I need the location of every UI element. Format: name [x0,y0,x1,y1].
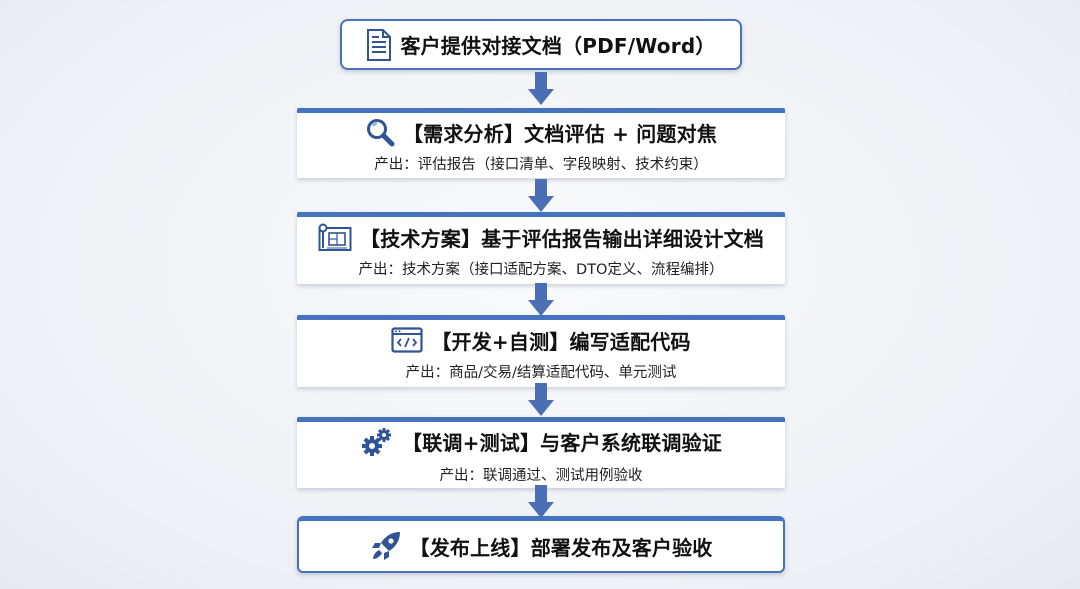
end-node: 【发布上线】部署发布及客户验收 [297,516,785,573]
down-arrow [528,179,554,212]
end-title: 【发布上线】部署发布及客户验收 [409,535,713,560]
step-output: 产出：技术方案（接口适配方案、DTO定义、流程编排） [358,262,724,278]
step-title: 【技术方案】基于评估报告输出详细设计文档 [360,226,764,251]
step-title: 【联调+测试】与客户系统联调验证 [402,431,722,455]
step-output: 产出：联调通过、测试用例验收 [439,467,643,484]
down-arrow [528,72,554,105]
down-arrow [528,283,554,316]
step-technical-plan: 【技术方案】基于评估报告输出详细设计文档 产出：技术方案（接口适配方案、DTO定… [297,212,785,284]
step-output: 产出：评估报告（接口清单、字段映射、技术约束） [374,157,708,173]
step-development: 【开发+自测】编写适配代码 产出：商品/交易/结算适配代码、单元测试 [297,315,785,387]
start-node: 客户提供对接文档（PDF/Word） [340,19,742,70]
document-icon [366,28,392,61]
down-arrow [528,485,554,518]
step-requirement-analysis: 【需求分析】文档评估 + 问题对焦 产出：评估报告（接口清单、字段映射、技术约束… [297,108,785,178]
step-output: 产出：商品/交易/结算适配代码、单元测试 [405,364,677,381]
gears-icon [360,426,394,458]
step-integration-testing: 【联调+测试】与客户系统联调验证 产出：联调通过、测试用例验收 [297,417,785,488]
rocket-icon [370,530,402,562]
step-title: 【需求分析】文档评估 + 问题对焦 [402,121,718,146]
code-window-icon [391,327,423,353]
step-title: 【开发+自测】编写适配代码 [431,329,691,354]
down-arrow [528,383,554,416]
start-title: 客户提供对接文档（PDF/Word） [400,34,716,58]
blueprint-icon [318,222,352,252]
magnifier-icon [365,117,395,147]
